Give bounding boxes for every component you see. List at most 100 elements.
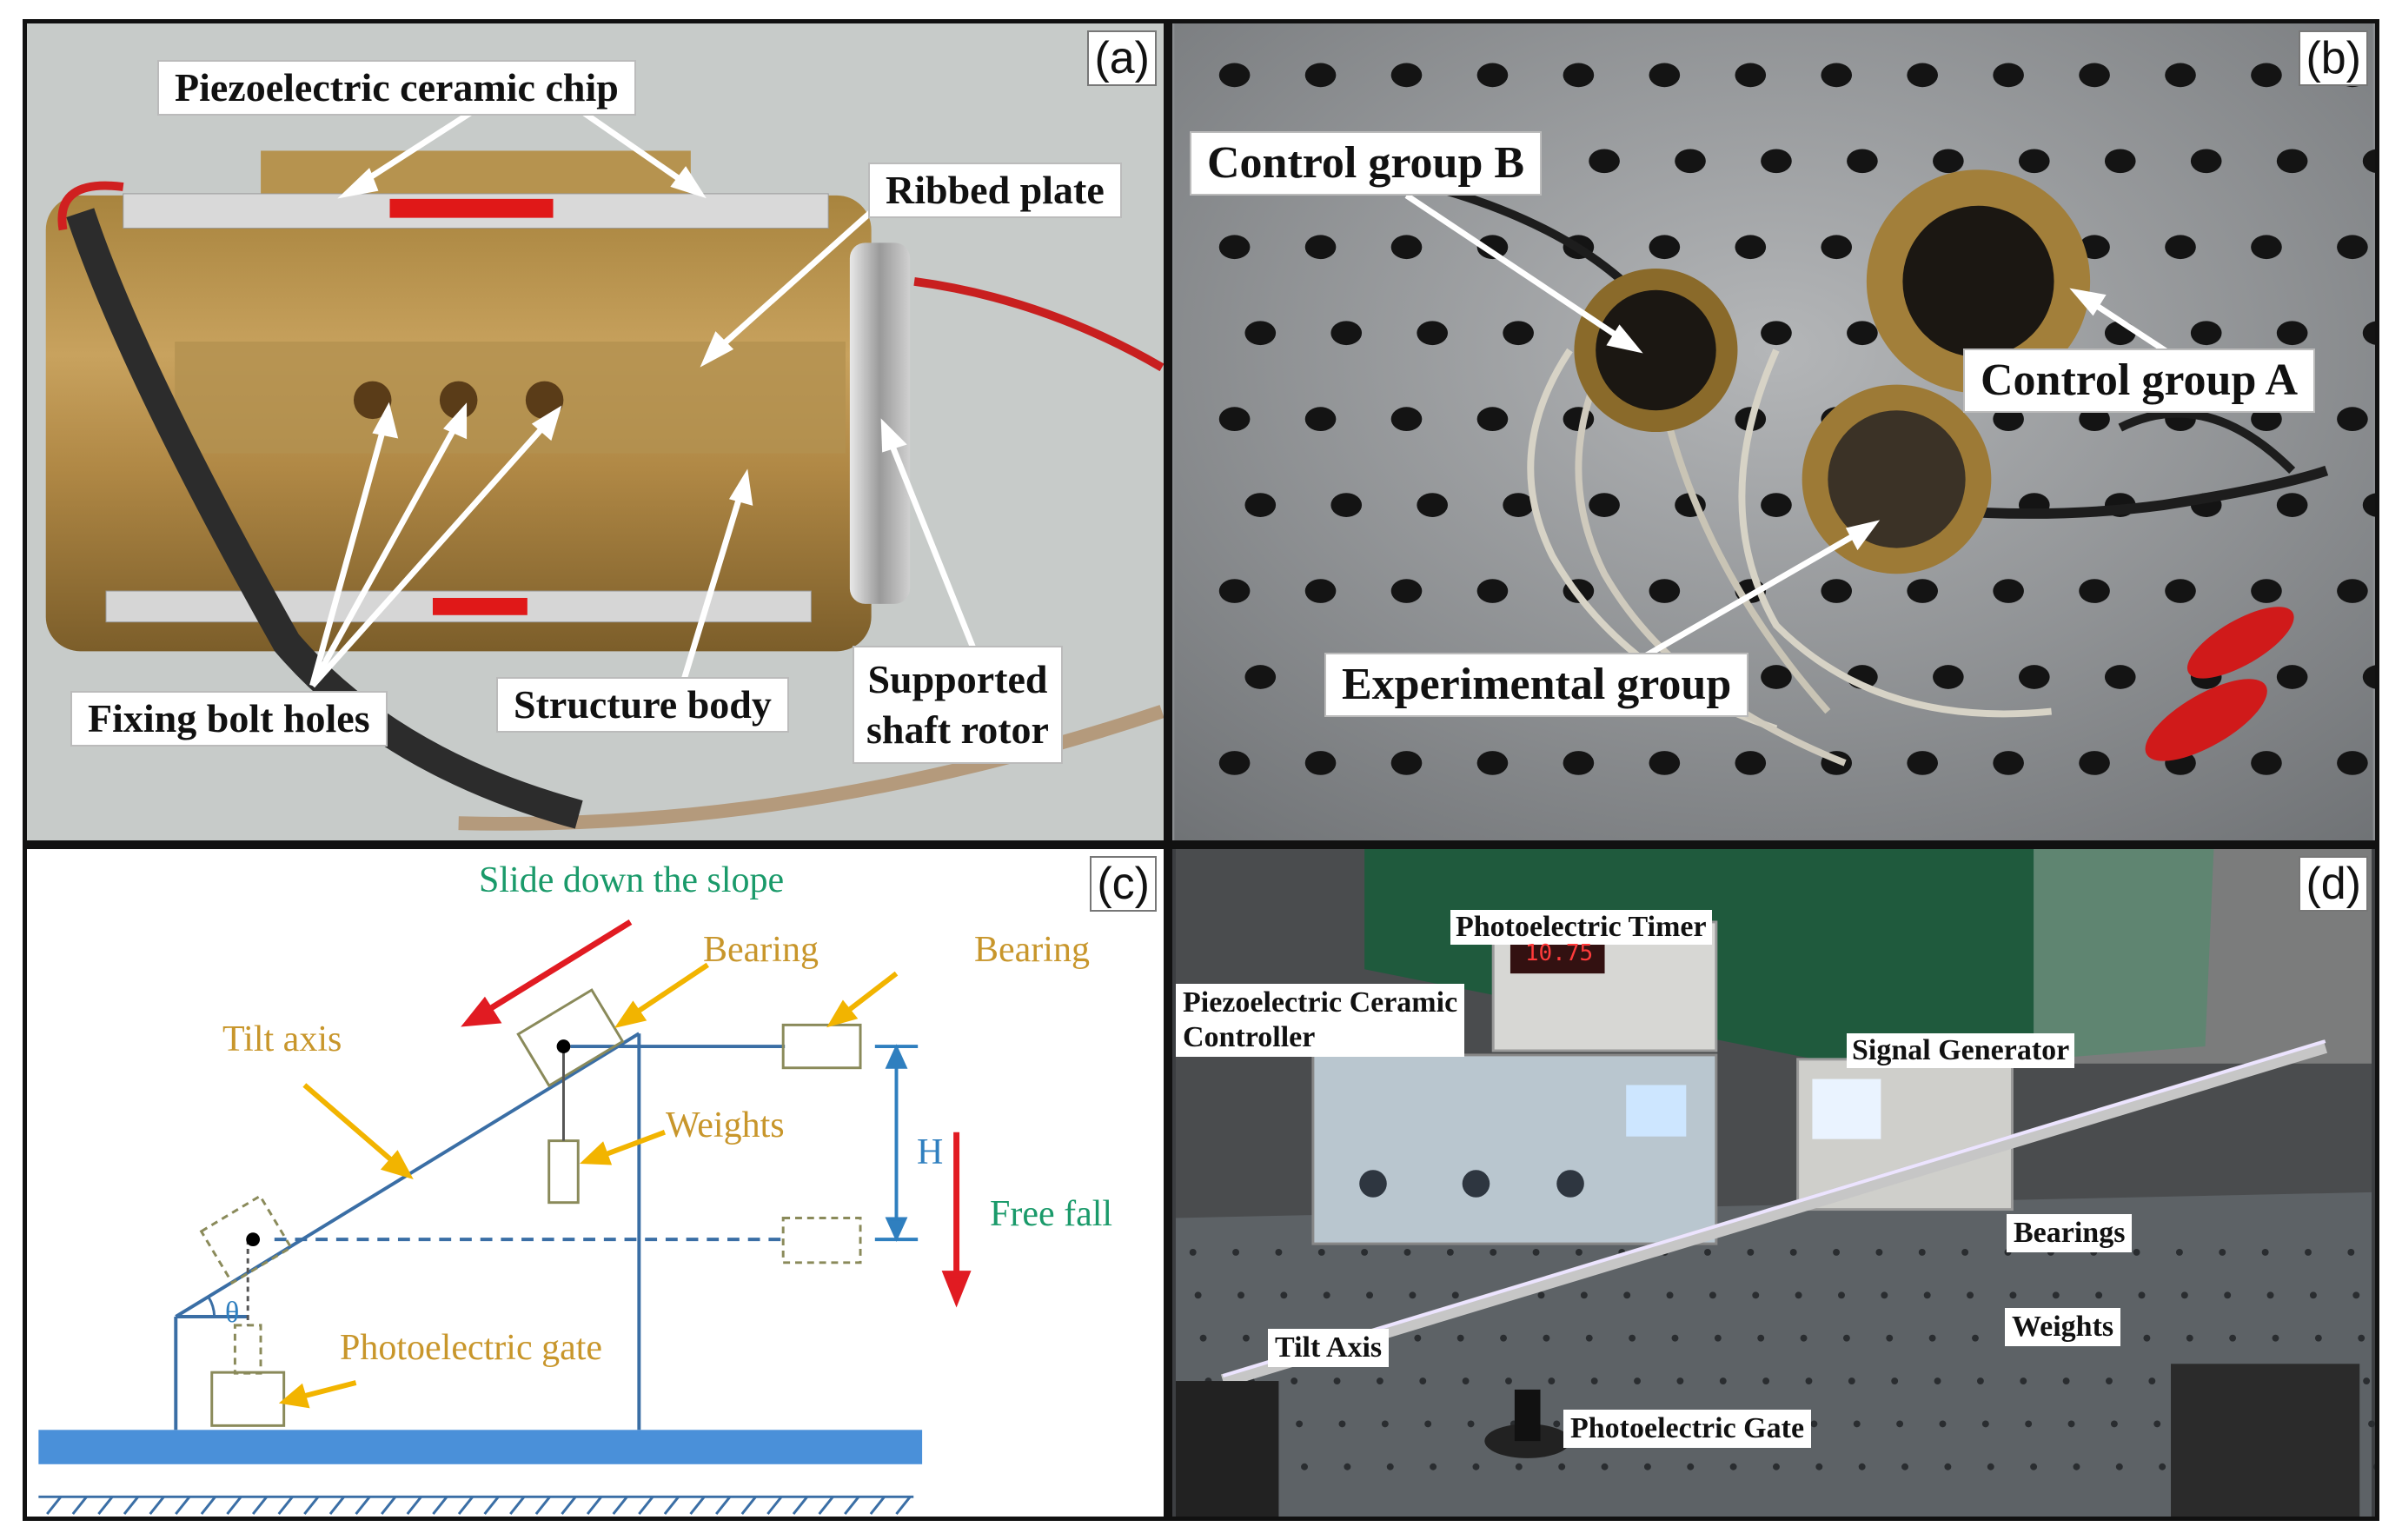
table-hole <box>1993 751 2024 775</box>
table-hole <box>1993 579 2024 603</box>
table-hole <box>1304 63 1337 88</box>
label-supported-line2: shaft rotor <box>866 707 1049 752</box>
optical-table-hole <box>2309 1291 2317 1299</box>
optical-table-hole <box>1376 1377 1383 1384</box>
label-slide-down-the-slope: Slide down the slope <box>479 860 785 900</box>
hatch-line <box>766 1496 783 1515</box>
optical-table-hole <box>1490 1249 1497 1256</box>
table-hole <box>2337 235 2368 260</box>
timer-display: 10.75 <box>1524 940 1594 966</box>
hatch-line <box>586 1496 603 1515</box>
label-piezoelectric-ceramic-controller: Piezoelectric Ceramic Controller <box>1176 984 1465 1057</box>
table-hole <box>1390 63 1423 88</box>
table-hole <box>1735 235 1767 260</box>
table-hole <box>2251 407 2282 432</box>
table-hole <box>1649 579 1681 603</box>
table-hole <box>1417 321 1448 346</box>
table-hole <box>2165 63 2196 88</box>
optical-table-hole <box>1430 1463 1437 1470</box>
hatch-line <box>200 1496 216 1515</box>
table-hole <box>1761 493 1792 517</box>
table-hole <box>1649 751 1681 775</box>
label-control-group-a: Control group A <box>1963 348 2316 413</box>
optical-table-hole <box>1881 1291 1888 1299</box>
optical-table-hole <box>1972 1334 1979 1342</box>
optical-table-hole <box>1543 1334 1550 1342</box>
table-hole <box>1821 235 1853 260</box>
optical-table-hole <box>1666 1291 1674 1299</box>
optical-table-hole <box>1232 1249 1240 1256</box>
optical-table-hole <box>1291 1377 1298 1384</box>
hatch-line <box>689 1496 706 1515</box>
optical-table-hole <box>1671 1334 1679 1342</box>
table-hole <box>1244 321 1277 346</box>
panel-c-schematic: (c) Slide down the slope Bearing Bearing… <box>23 845 1168 1521</box>
optical-table-hole <box>1934 1377 1941 1384</box>
optical-table-hole <box>1848 1377 1855 1384</box>
hatch-line <box>740 1496 757 1515</box>
label-fixing-bolt-holes: Fixing bolt holes <box>70 691 388 747</box>
panel-d-setup-photo: (d) Photoelectric Timer 10.75 Piezoelect… <box>1168 845 2379 1521</box>
optical-table-hole <box>1338 1420 1346 1428</box>
optical-table-hole <box>2358 1334 2366 1342</box>
hatch-line <box>381 1496 397 1515</box>
hatch-line <box>432 1496 448 1515</box>
optical-table-hole <box>1386 1463 1394 1470</box>
panel-b-groups-photo: (b) Control group B Control group A Expe… <box>1168 19 2379 845</box>
table-hole <box>1390 407 1423 432</box>
table-hole <box>1589 493 1620 517</box>
hatch-line <box>818 1496 834 1515</box>
table-hole <box>2079 751 2110 775</box>
optical-table-hole <box>1580 1291 1588 1299</box>
optical-table-hole <box>1961 1249 1969 1256</box>
table-hole <box>2251 579 2282 603</box>
label-free-fall: Free fall <box>990 1194 1113 1234</box>
optical-table-hole <box>2175 1249 2183 1256</box>
table-hole <box>1330 493 1363 517</box>
optical-table-hole <box>1629 1334 1636 1342</box>
table-hole <box>2190 321 2222 346</box>
optical-table-hole <box>1687 1463 1695 1470</box>
optical-table-hole <box>1643 1463 1651 1470</box>
table-hole <box>2362 665 2375 689</box>
table-hole <box>1330 321 1363 346</box>
table-hole <box>2104 149 2136 174</box>
table-hole <box>2079 235 2110 260</box>
optical-table-hole <box>1842 1334 1850 1342</box>
optical-table-hole <box>1189 1249 1197 1256</box>
table-hole <box>1993 63 2024 88</box>
table-hole <box>1218 63 1251 88</box>
optical-table-hole <box>1853 1420 1861 1428</box>
optical-table-hole <box>1967 1291 1974 1299</box>
optical-table-hole <box>1446 1249 1454 1256</box>
table-hole <box>2276 149 2308 174</box>
optical-table-hole <box>1558 1463 1566 1470</box>
table-hole <box>1675 149 1706 174</box>
optical-table-hole <box>1805 1377 1813 1384</box>
table-hole <box>1476 579 1509 603</box>
ground-base <box>38 1430 923 1464</box>
optical-table-hole <box>1757 1334 1765 1342</box>
table-hole <box>2362 321 2375 345</box>
table-hole <box>1390 751 1423 775</box>
optical-table-hole <box>2030 1463 2038 1470</box>
table-hole <box>2276 493 2308 517</box>
label-signal-generator: Signal Generator <box>1847 1033 2075 1068</box>
panel-b-tag: (b) <box>2299 30 2368 86</box>
optical-table-hole <box>1838 1291 1845 1299</box>
table-hole <box>1476 63 1509 88</box>
optical-table-hole <box>1704 1249 1711 1256</box>
table-hole <box>2337 751 2368 775</box>
table-hole <box>1476 235 1509 260</box>
label-h: H <box>917 1132 944 1172</box>
optical-table-hole <box>2148 1377 2156 1384</box>
optical-table-hole <box>1366 1291 1374 1299</box>
optical-table-hole <box>1301 1463 1308 1470</box>
optical-table-hole <box>1500 1334 1507 1342</box>
optical-table-hole <box>1719 1377 1727 1384</box>
optical-table-hole <box>2143 1334 2151 1342</box>
optical-table-hole <box>2110 1420 2118 1428</box>
table-hole <box>2251 235 2282 260</box>
optical-table-hole <box>1795 1291 1802 1299</box>
optical-table-hole <box>2133 1249 2140 1256</box>
